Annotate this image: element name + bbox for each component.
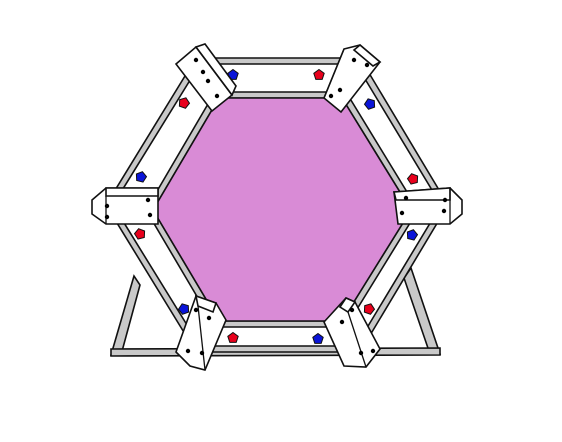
blue-marker-1 xyxy=(227,68,239,80)
bracket-bottom-left-bolt-2 xyxy=(206,315,212,321)
bracket-bottom-left-bolt-1 xyxy=(193,307,199,313)
stand-right-leg xyxy=(403,266,442,355)
bracket-left-plate-2 xyxy=(105,187,159,197)
bracket-top-left-fold-1 xyxy=(195,46,233,96)
bracket-top-right-bolt-3 xyxy=(337,87,343,93)
bracket-right-bolt-3 xyxy=(441,208,447,214)
red-marker-11 xyxy=(227,331,239,343)
bracket-top-right-plate-2 xyxy=(352,43,382,67)
red-marker-2 xyxy=(313,68,325,80)
bracket-top-right xyxy=(323,43,382,114)
bracket-top-right-fold-1 xyxy=(323,48,345,99)
red-marker-7 xyxy=(133,228,146,240)
bracket-bottom-left-bolt-4 xyxy=(199,350,205,356)
bracket-right-bolt-1 xyxy=(399,210,405,216)
bracket-left-bolt-3 xyxy=(145,197,151,203)
bracket-bottom-right-bolt-4 xyxy=(370,348,376,354)
blue-marker-9 xyxy=(177,303,190,315)
bracket-top-left-bolt-2 xyxy=(200,69,206,75)
bracket-left-bolt-4 xyxy=(147,212,153,218)
blue-marker-5 xyxy=(135,171,148,183)
bracket-bottom-right xyxy=(323,296,381,368)
stand-left-leg xyxy=(109,274,141,356)
bracket-top-left-bolt-1 xyxy=(193,57,199,63)
bracket-group xyxy=(91,43,463,371)
bracket-bottom-left xyxy=(175,294,227,371)
bracket-bottom-right-fold-1 xyxy=(347,311,367,368)
bracket-top-left-bolt-4 xyxy=(214,93,220,99)
bracket-left xyxy=(91,187,159,225)
bracket-bottom-left-plate-2 xyxy=(194,294,218,314)
marker-group xyxy=(133,68,419,344)
bracket-top-right-bolt-1 xyxy=(351,57,357,63)
bracket-top-right-bolt-4 xyxy=(328,93,334,99)
bracket-right-bolt-4 xyxy=(442,197,448,203)
bracket-left-bolt-1 xyxy=(104,203,110,209)
bracket-bottom-left-fold-1 xyxy=(197,305,206,371)
bracket-right-bolt-2 xyxy=(403,195,409,201)
blue-marker-8 xyxy=(406,229,419,241)
blue-marker-12 xyxy=(312,332,324,344)
bracket-top-left xyxy=(174,43,237,113)
bracket-bottom-right-bolt-3 xyxy=(358,350,364,356)
bracket-top-right-bolt-2 xyxy=(364,62,370,68)
red-marker-3 xyxy=(178,97,191,109)
bracket-bottom-right-bolt-1 xyxy=(349,307,355,313)
bracket-bottom-right-bolt-2 xyxy=(339,319,345,325)
blue-marker-4 xyxy=(363,98,376,110)
red-marker-6 xyxy=(406,173,419,185)
red-marker-10 xyxy=(363,303,376,315)
bracket-top-left-bolt-3 xyxy=(205,78,211,84)
bracket-right xyxy=(392,187,463,225)
bracket-bottom-left-bolt-3 xyxy=(185,348,191,354)
bracket-left-bolt-2 xyxy=(104,214,110,220)
